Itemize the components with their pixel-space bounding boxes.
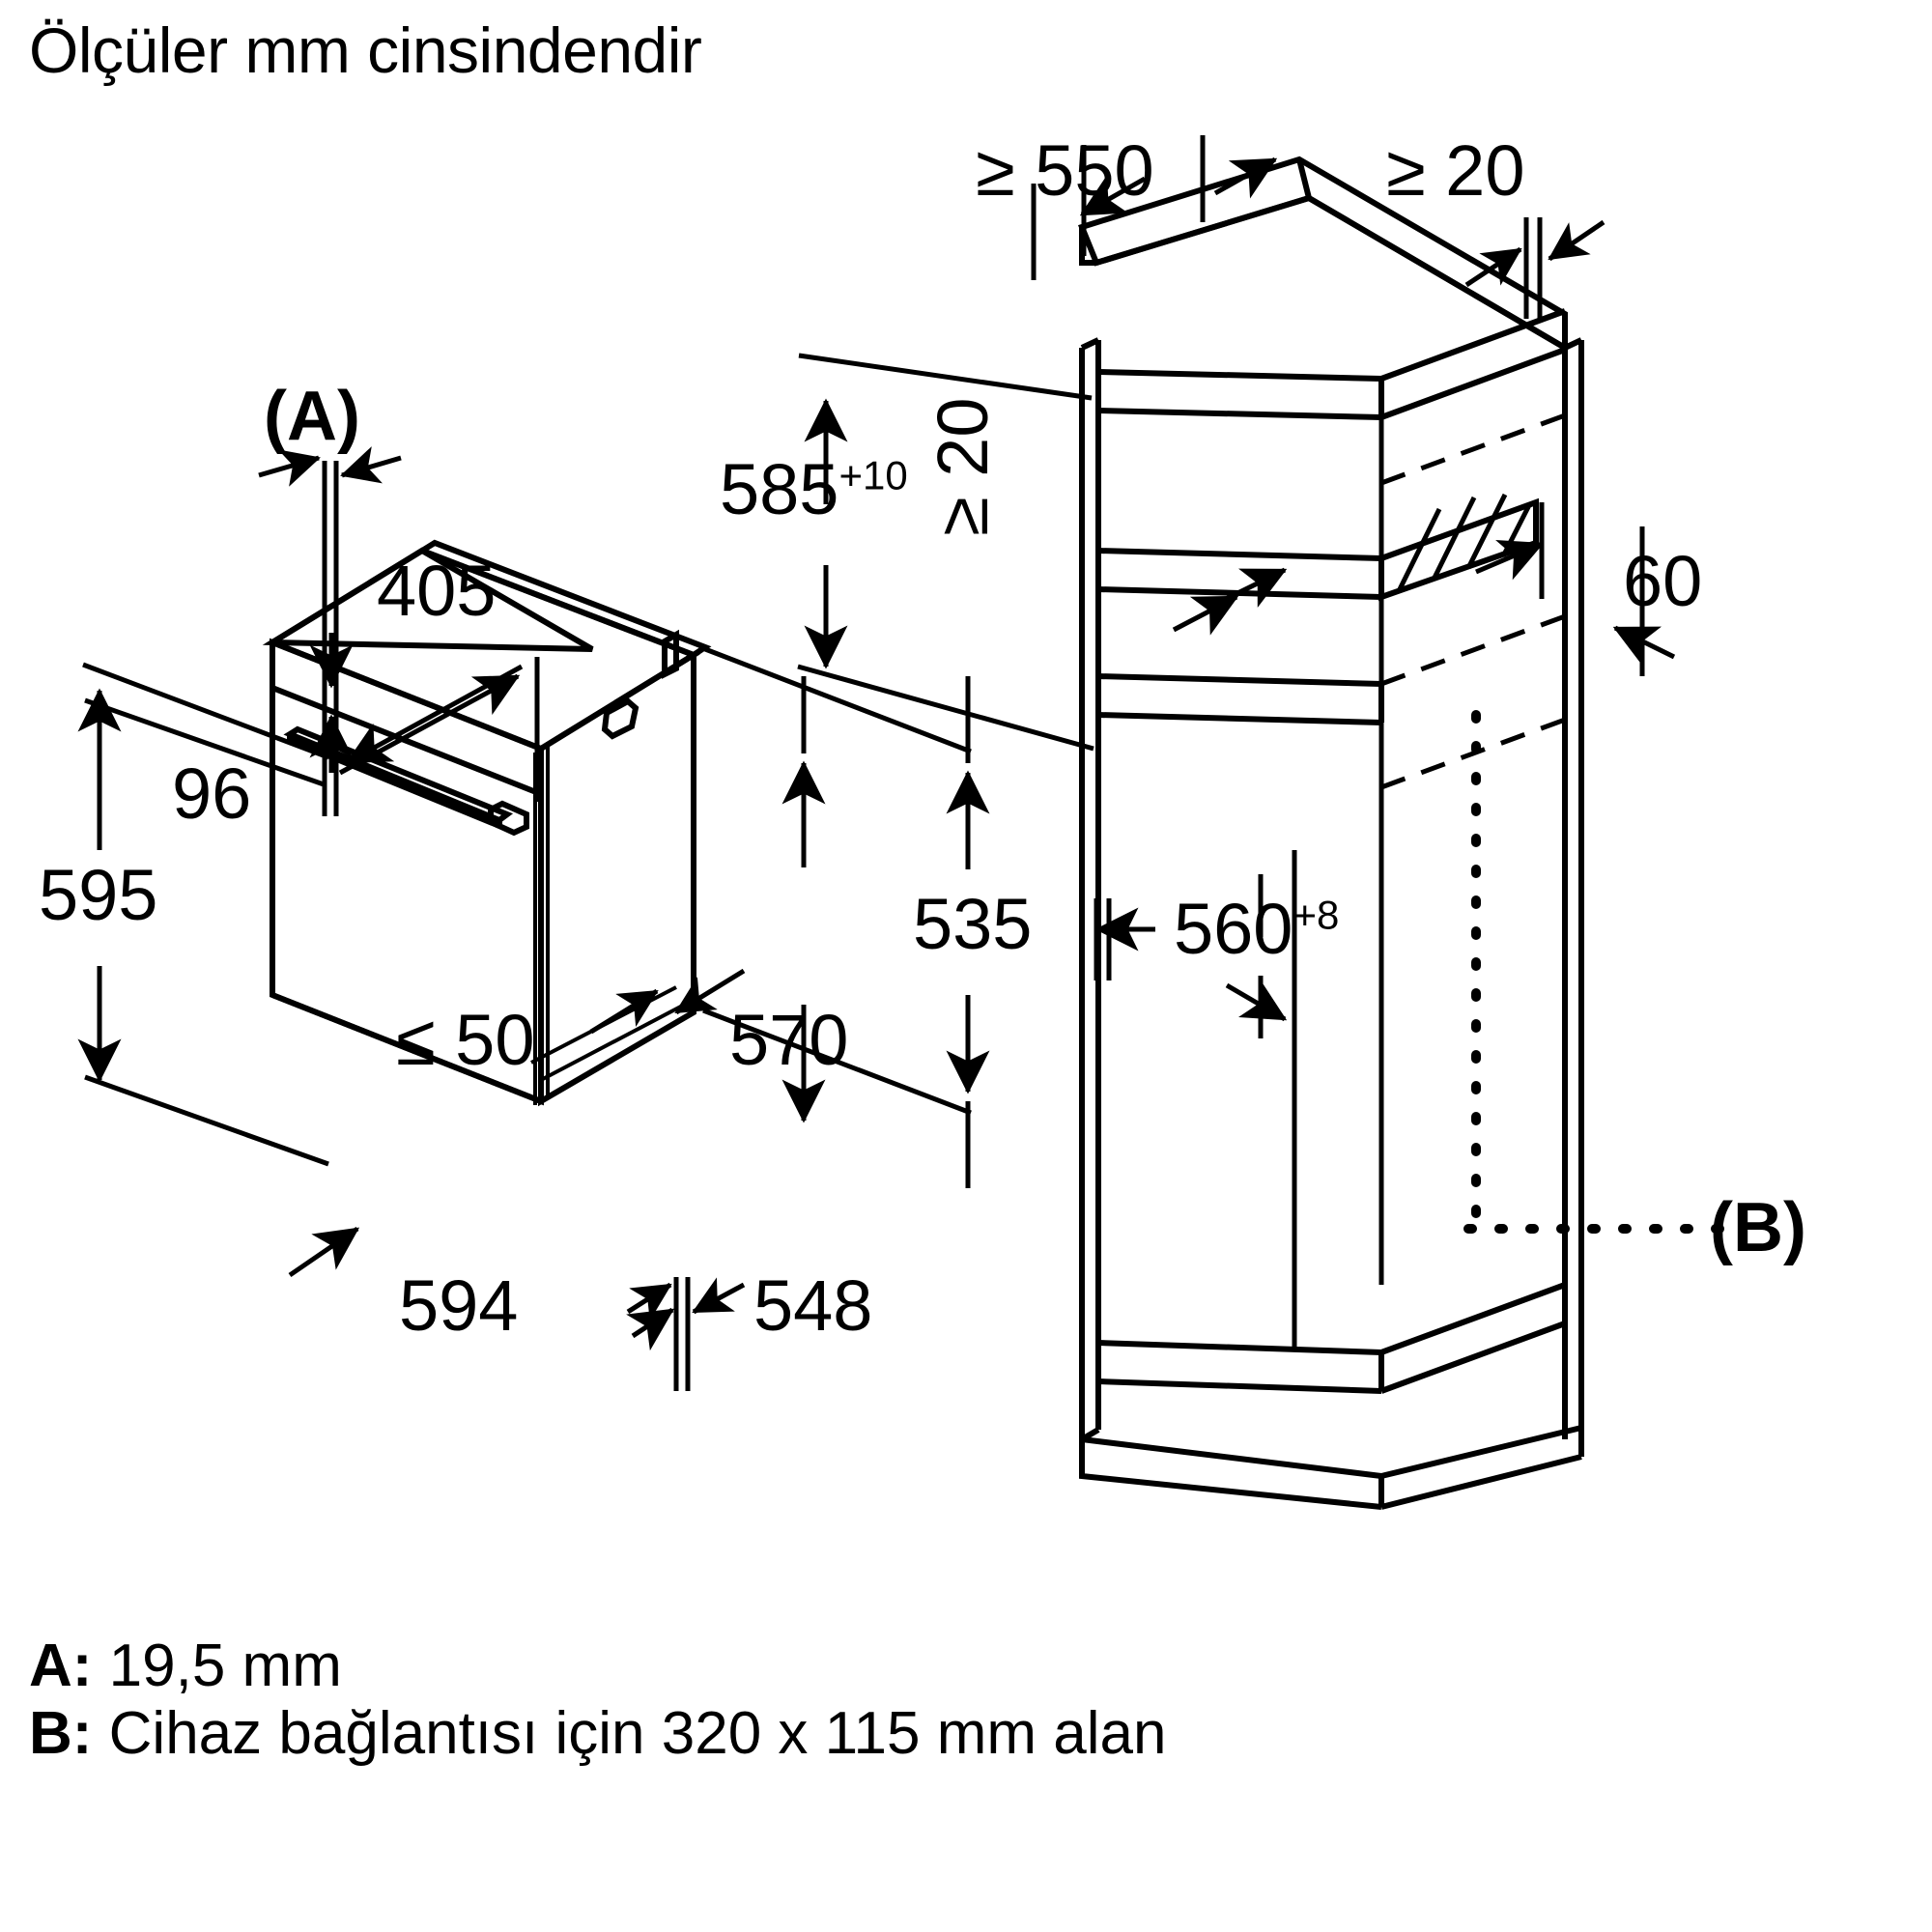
dim-560-value: 560 bbox=[1174, 889, 1293, 969]
cabinet-dimension-lines bbox=[797, 135, 1744, 1234]
legend-row-b: B: Cihaz bağlantısı için 320 x 115 mm al… bbox=[29, 1700, 1166, 1768]
dim-405: 405 bbox=[377, 551, 497, 631]
legend-row-a: A: 19,5 mm bbox=[29, 1633, 1166, 1700]
dim-96: 96 bbox=[172, 753, 252, 834]
dim-585-value: 585 bbox=[720, 449, 839, 529]
dim-60: 60 bbox=[1623, 541, 1703, 621]
dim-535: 535 bbox=[913, 884, 1033, 964]
dim-560-tolerance: +8 bbox=[1293, 892, 1340, 938]
dim-min-20-top: ≥ 20 bbox=[1386, 130, 1525, 211]
dim-560: 560+8 bbox=[1174, 894, 1339, 965]
dim-570: 570 bbox=[729, 1000, 849, 1080]
dim-max-50: ≤ 50 bbox=[396, 1000, 535, 1080]
dim-595: 595 bbox=[39, 855, 158, 935]
dim-548: 548 bbox=[753, 1265, 873, 1346]
legend-value-b: Cihaz bağlantısı için 320 x 115 mm alan bbox=[108, 1700, 1167, 1768]
marker-a: (A) bbox=[264, 378, 360, 455]
legend-key-b: B: bbox=[29, 1700, 93, 1768]
legend: A: 19,5 mm B: Cihaz bağlantısı için 320 … bbox=[29, 1633, 1166, 1768]
cabinet-drawing bbox=[1077, 156, 1584, 1510]
legend-key-a: A: bbox=[29, 1633, 93, 1699]
dim-585: 585+10 bbox=[720, 454, 908, 526]
legend-value-a: 19,5 mm bbox=[108, 1633, 342, 1699]
dim-594: 594 bbox=[399, 1265, 519, 1346]
dim-585-tolerance: +10 bbox=[838, 452, 908, 498]
dim-min-20-mid: ≥ 20 bbox=[923, 397, 1003, 536]
page-title: Ölçüler mm cinsindendir bbox=[29, 14, 702, 86]
marker-b: (B) bbox=[1710, 1189, 1806, 1266]
appliance-dimension-lines bbox=[77, 446, 990, 1391]
dim-min-550: ≥ 550 bbox=[976, 130, 1154, 211]
